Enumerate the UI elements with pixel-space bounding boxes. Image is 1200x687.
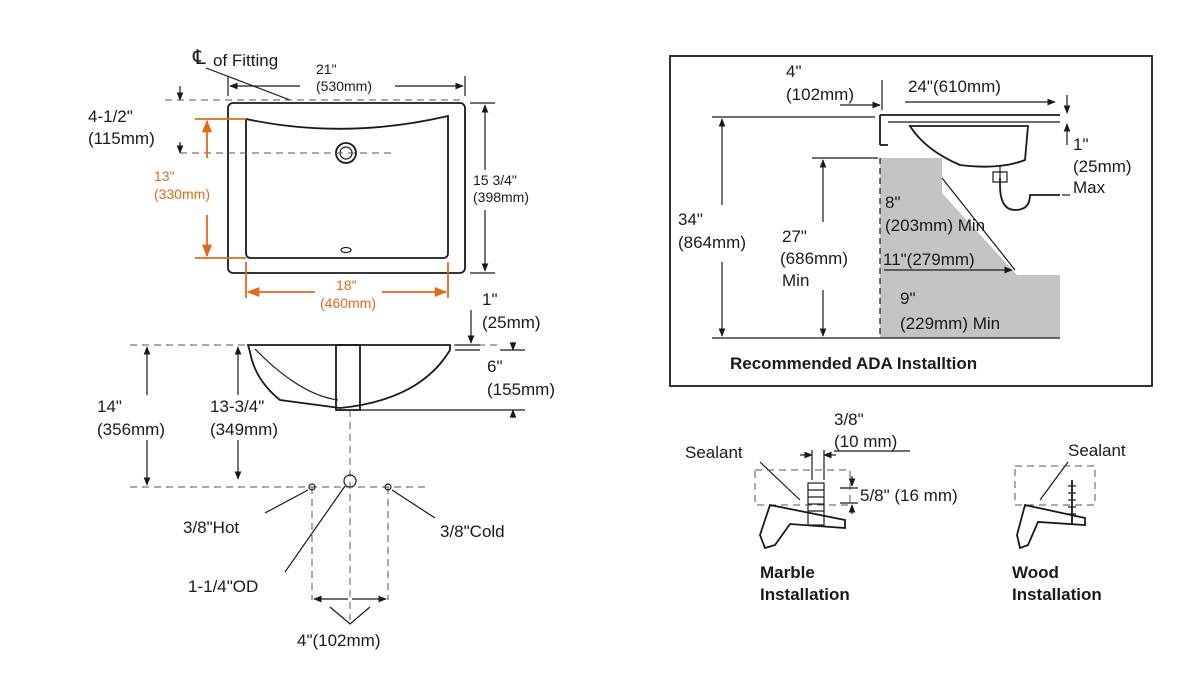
top-view: ℄ of Fitting 21" (530mm) 4-1/2" (115mm) … bbox=[88, 47, 529, 311]
rim-in-label: 1" bbox=[482, 290, 498, 309]
marble-sink-lip bbox=[759, 503, 846, 550]
ada-d8-in: 8" bbox=[885, 193, 901, 212]
ada-knee-min: Min bbox=[782, 271, 809, 290]
depth-in-label: 15 3/4" bbox=[473, 172, 517, 188]
bowl-width-in-label: 18″ bbox=[336, 277, 357, 293]
marble-mount-detail: 3/8" (10 mm) Sealant 5/8" (16 mm) Marble… bbox=[685, 410, 958, 604]
wood-sink-lip bbox=[1016, 503, 1086, 550]
drain-tailpiece bbox=[335, 344, 361, 411]
ada-d9-in: 9" bbox=[900, 289, 916, 308]
cold-supply-icon bbox=[384, 483, 392, 491]
mount-depth-label: 5/8" (16 mm) bbox=[860, 486, 958, 505]
wood-label-1: Wood bbox=[1012, 563, 1059, 582]
bowl-width-mm-label: (460mm) bbox=[320, 295, 376, 311]
ada-counter-label: 24"(610mm) bbox=[908, 77, 1001, 96]
cold-label: 3/8"Cold bbox=[440, 522, 505, 541]
drain-offset-mm-label: (115mm) bbox=[88, 129, 155, 148]
rim-mm-label: (25mm) bbox=[482, 313, 541, 332]
wood-label-2: Installation bbox=[1012, 585, 1102, 604]
marble-label-2: Installation bbox=[760, 585, 850, 604]
hot-label: 3/8"Hot bbox=[183, 518, 239, 537]
bowl-depth-in-label: 13" bbox=[154, 168, 175, 184]
width-mm-label: (530mm) bbox=[316, 78, 372, 94]
ada-d8-mm: (203mm) Min bbox=[885, 216, 985, 235]
od-label: 1-1/4"OD bbox=[188, 577, 258, 596]
total-mm-label: (356mm) bbox=[97, 420, 165, 439]
ada-sink-bowl bbox=[908, 125, 1029, 168]
marble-label-1: Marble bbox=[760, 563, 815, 582]
ada-max-word: Max bbox=[1073, 178, 1106, 197]
sink-outer-outline bbox=[227, 102, 466, 274]
ada-max-in: 1" bbox=[1073, 135, 1089, 154]
drain-outlet-icon bbox=[343, 474, 357, 488]
cl-fitting-label: of Fitting bbox=[213, 51, 278, 70]
centerline-icon: ℄ bbox=[192, 47, 206, 69]
bowl-profile bbox=[246, 344, 451, 409]
clip-in-label: 3/8" bbox=[834, 410, 864, 429]
spacing-label: 4"(102mm) bbox=[297, 631, 381, 650]
ada-floor-in: 34" bbox=[678, 210, 703, 229]
sealant-right-label: Sealant bbox=[1068, 441, 1126, 460]
ada-knee-in: 27" bbox=[782, 227, 807, 246]
knee-clearance-area bbox=[880, 158, 1060, 338]
total-in-label: 14" bbox=[97, 397, 122, 416]
drain-mm-label: (349mm) bbox=[210, 420, 278, 439]
p-trap-icon bbox=[999, 178, 1060, 211]
side-view: 1" (25mm) 6" (155mm) 14" (356mm) 13-3/4"… bbox=[97, 290, 555, 650]
svg-text:℄: ℄ bbox=[192, 47, 206, 69]
bowl-depth-mm-label: (330mm) bbox=[154, 186, 210, 202]
ada-panel: 4" (102mm) 24"(610mm) 1" (25mm) Max 34" … bbox=[669, 55, 1153, 387]
hot-supply-icon bbox=[308, 483, 316, 491]
sealant-left-label: Sealant bbox=[685, 443, 743, 462]
ada-max-mm: (25mm) bbox=[1073, 157, 1132, 176]
depth-mm-label: (398mm) bbox=[473, 189, 529, 205]
ada-d11: 11"(279mm) bbox=[883, 250, 975, 269]
width-in-label: 21" bbox=[316, 61, 337, 77]
ada-wall-in: 4" bbox=[786, 62, 802, 81]
ada-wall-mm: (102mm) bbox=[786, 85, 854, 104]
drain-in-label: 13-3/4" bbox=[210, 397, 264, 416]
bowl-h-in-label: 6" bbox=[487, 357, 503, 376]
clip-mm-label: (10 mm) bbox=[834, 432, 897, 451]
wood-mount-detail: Sealant Wood Installation bbox=[1012, 441, 1126, 604]
ada-caption: Recommended ADA Installtion bbox=[730, 354, 977, 373]
ada-floor-mm: (864mm) bbox=[678, 233, 746, 252]
sink-bowl-outline bbox=[245, 114, 449, 259]
ada-d9-mm: (229mm) Min bbox=[900, 314, 1000, 333]
ada-knee-mm: (686mm) bbox=[780, 249, 848, 268]
drain-offset-in-label: 4-1/2" bbox=[88, 107, 133, 126]
ada-frame bbox=[669, 55, 1153, 387]
bowl-h-mm-label: (155mm) bbox=[487, 380, 555, 399]
